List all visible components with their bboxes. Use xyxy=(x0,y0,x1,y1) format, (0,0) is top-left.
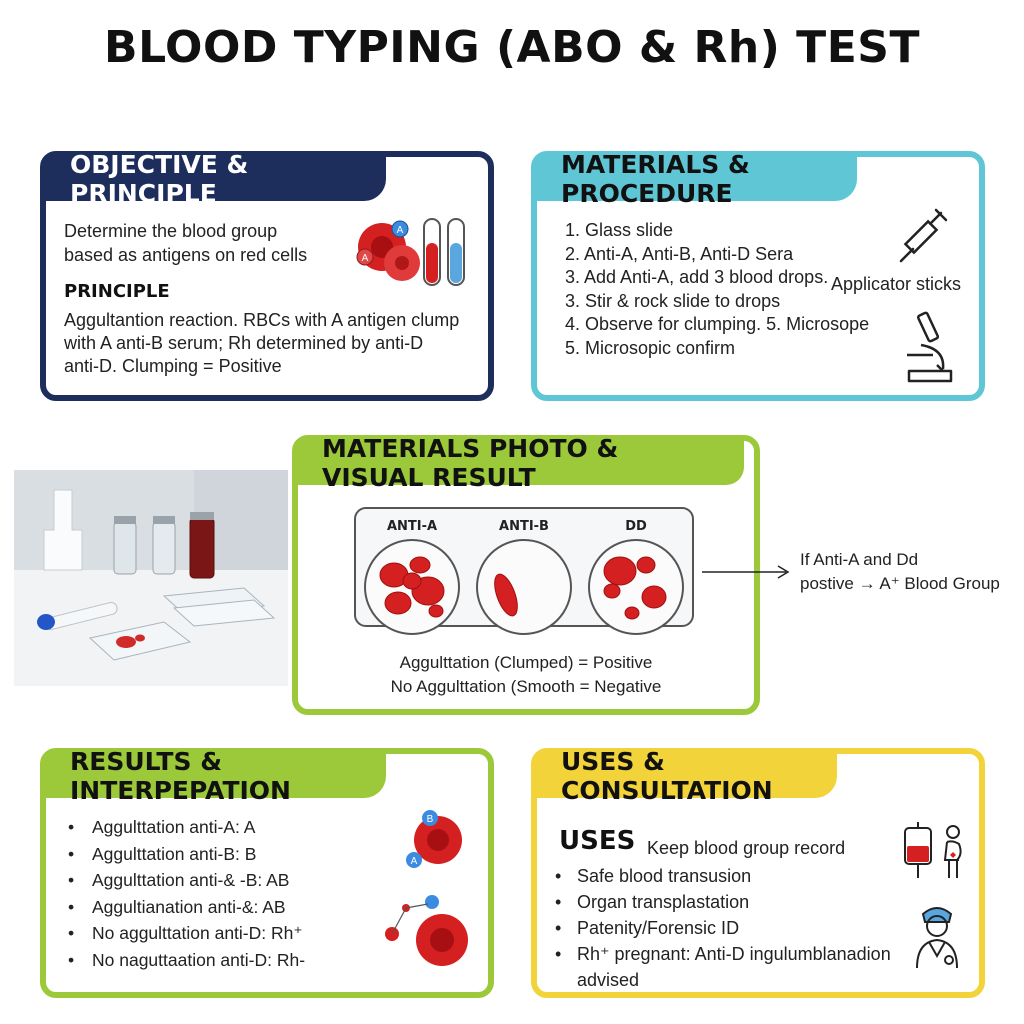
well-anti-b xyxy=(476,539,572,635)
uses-keep-record: Keep blood group record xyxy=(647,838,846,858)
result-item: No naguttaation anti-D: Rh- xyxy=(68,947,305,974)
microscope-icon xyxy=(907,311,953,383)
visual-header: MATERIALS PHOTO & VISUAL RESULT xyxy=(298,434,744,492)
clumped-cells-icon xyxy=(603,556,667,620)
use-item: Organ transplastation xyxy=(555,889,895,915)
syringe-icon xyxy=(899,208,948,263)
procedure-step: 5. Microsopic confirm xyxy=(565,337,736,358)
objective-intro: Determine the blood group based as antig… xyxy=(64,219,307,267)
principle-heading: PRINCIPLE xyxy=(64,281,170,302)
principle-line: anti-D. Clumping = Positive xyxy=(64,356,282,376)
well-label-dd: DD xyxy=(625,519,647,534)
results-list: Aggulttation anti-A: A Aggulttation anti… xyxy=(68,814,305,973)
procedure-step: 1. Glass slide xyxy=(565,220,674,240)
principle-line: with A anti-B serum; Rh determined by an… xyxy=(64,333,424,353)
principle-line: Aggultantion reaction. RBCs with A antig… xyxy=(64,310,460,330)
smooth-cells-icon xyxy=(494,573,518,617)
arrow-right-icon xyxy=(702,565,790,579)
procedure-step: 2. Anti-A, Anti-B, Anti-D Sera xyxy=(565,243,794,264)
use-item: Patenity/Forensic ID xyxy=(555,915,895,941)
well-label-anti-a: ANTI-A xyxy=(386,519,438,534)
interpretation-annotation: If Anti-A and Dd postive → A⁺ Blood Grou… xyxy=(800,548,1000,596)
legend-positive: Aggulttation (Clumped) = Positive xyxy=(399,653,653,672)
well-anti-a xyxy=(364,539,460,635)
result-item: Aggulttation anti-A: A xyxy=(68,814,305,841)
procedure-step: 4. Observe for clumping. 5. Microsope xyxy=(565,314,870,334)
well-dd xyxy=(588,539,684,635)
results-panel: RESULTS & INTERPEPATION Aggulttation ant… xyxy=(40,747,494,998)
annotation-line: postive → A⁺ Blood Group xyxy=(800,574,1000,593)
principle-text: Aggultantion reaction. RBCs with A antig… xyxy=(64,309,484,378)
result-item: Aggultianation anti-&: AB xyxy=(68,894,305,921)
rbc-antigen-icon: A A xyxy=(356,218,465,286)
use-item: Rh⁺ pregnant: Anti-D ingulumblanadion ad… xyxy=(555,941,895,993)
page-title: BLOOD TYPING (ABO & Rh) TEST xyxy=(104,22,920,73)
procedure-list: 1. Glass slide 2. Anti-A, Anti-B, Anti-D… xyxy=(565,219,869,360)
uses-list: Safe blood transusion Organ transplastat… xyxy=(555,863,895,993)
visual-panel: MATERIALS PHOTO & VISUAL RESULT ANTI-A A… xyxy=(292,434,760,715)
well-label-anti-b: ANTI-B xyxy=(499,519,549,534)
materials-header: MATERIALS & PROCEDURE xyxy=(537,150,857,208)
antigen-badge-label: A xyxy=(397,225,404,236)
antigen-badge-label: A xyxy=(411,856,418,867)
objective-panel: OBJECTIVE & PRINCIPLE Determine the bloo… xyxy=(40,150,494,401)
test-plate: ANTI-A ANTI-B DD xyxy=(354,507,694,635)
materials-panel: MATERIALS & PROCEDURE 1. Glass slide 2. … xyxy=(531,150,985,401)
result-item: Aggulttation anti-B: B xyxy=(68,841,305,868)
result-item: Aggulttation anti-& -B: AB xyxy=(68,867,305,894)
rbc-antigen-icon: B A xyxy=(385,810,468,966)
procedure-step: 3. Add Anti-A, add 3 blood drops. xyxy=(565,267,829,287)
objective-header: OBJECTIVE & PRINCIPLE xyxy=(46,150,386,208)
legend-negative: No Aggulttation (Smooth = Negative xyxy=(390,677,662,696)
clumped-cells-icon xyxy=(379,556,445,618)
blood-bag-pregnant-icon xyxy=(904,822,962,878)
objective-intro-line: based as antigens on red cells xyxy=(64,245,308,265)
uses-header: USES & CONSULTATION xyxy=(537,747,837,805)
antigen-badge-label: B xyxy=(427,814,434,825)
doctor-icon xyxy=(916,907,958,969)
objective-intro-line: Determine the blood group xyxy=(64,221,278,241)
use-item: Safe blood transusion xyxy=(555,863,895,889)
uses-panel: USES & CONSULTATION USES Keep blood grou… xyxy=(531,747,985,998)
uses-subheading: USES xyxy=(559,826,636,856)
applicator-label: Applicator sticks xyxy=(831,274,962,294)
materials-photo xyxy=(14,470,288,686)
result-item: No aggulttation anti-D: Rh⁺ xyxy=(68,920,305,947)
annotation-line: If Anti-A and Dd xyxy=(800,550,919,569)
results-header: RESULTS & INTERPEPATION xyxy=(46,747,386,805)
procedure-step: 3. Stir & rock slide to drops xyxy=(565,290,781,311)
antigen-badge-label: A xyxy=(362,253,369,264)
